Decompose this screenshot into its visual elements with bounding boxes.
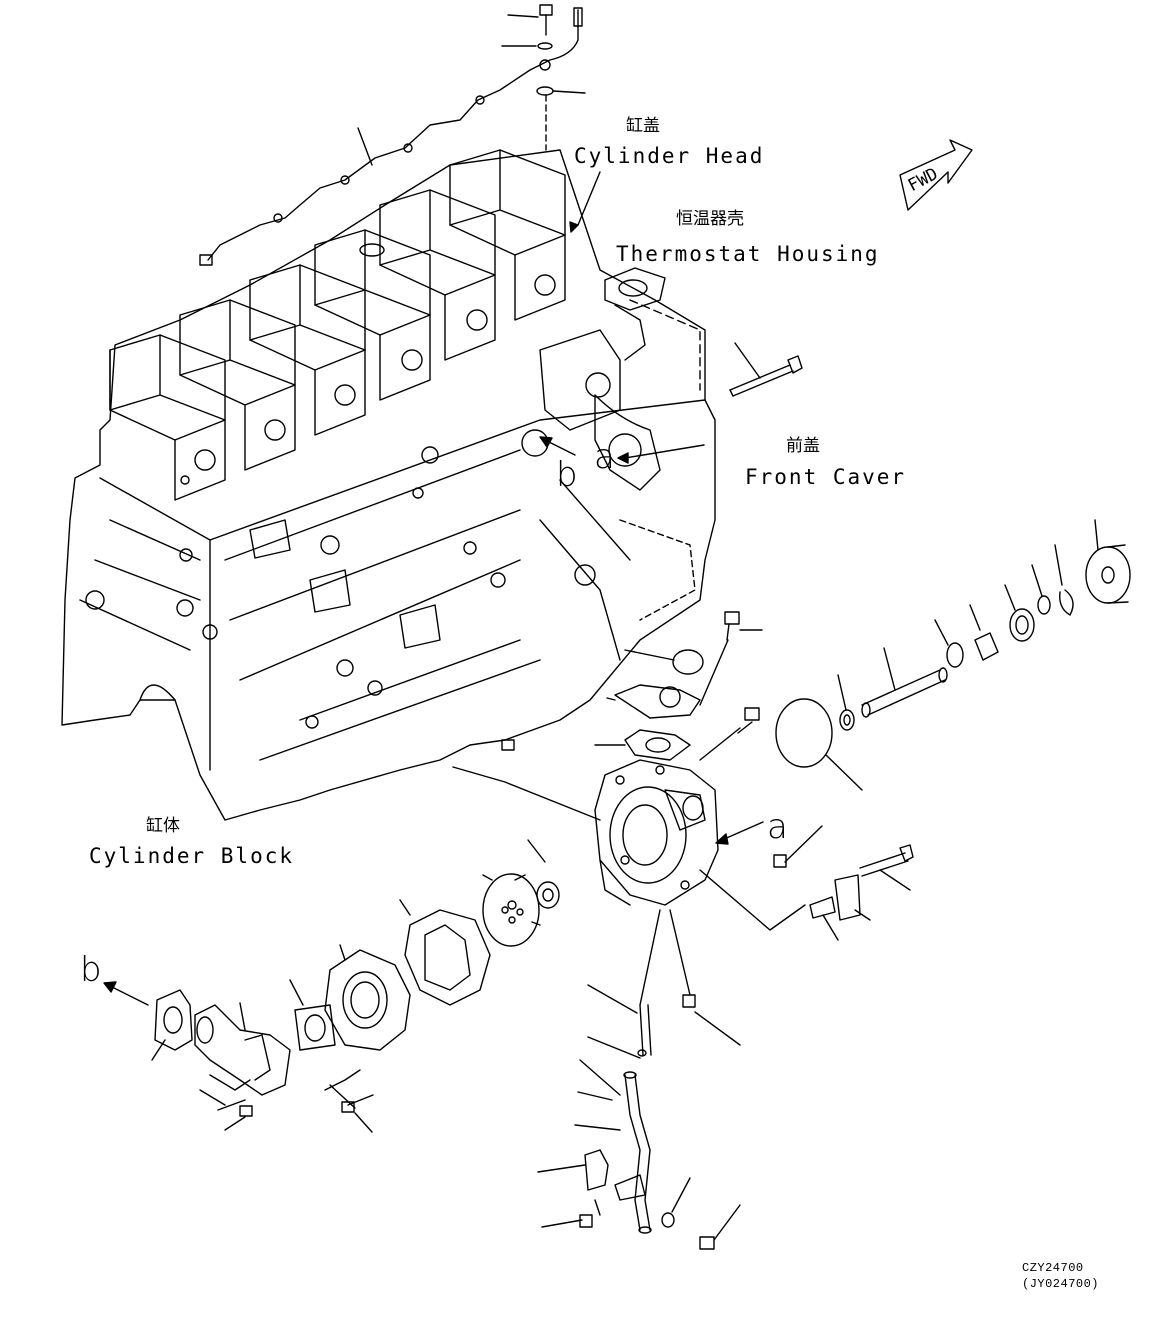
view-marker-a-lower: a: [767, 807, 788, 847]
cylinder-block: [61, 149, 716, 821]
thermostat-en-label: Thermostat Housing: [616, 242, 880, 266]
elbow-pipe: [151, 989, 374, 1133]
cylinder-head-cn-label: 缸盖: [626, 116, 660, 136]
cylinder-block-cn-label: 缸体: [146, 816, 180, 836]
cylinder-block-en-label: Cylinder Block: [89, 844, 295, 868]
cylinder-head-row: [109, 149, 621, 501]
cylinder-head-en-label: Cylinder Head: [574, 144, 765, 168]
pump-internals: [289, 839, 560, 1051]
fittings: [452, 611, 914, 941]
view-marker-b-lower: b: [80, 950, 102, 990]
view-marker-b-upper: b: [556, 455, 578, 495]
view-marker-a-upper: a: [594, 437, 615, 477]
thermostat-housing: [594, 267, 666, 491]
long-bolt: [729, 342, 803, 397]
front-cover-cn-label: 前盖: [786, 436, 820, 456]
shaft-assembly: [775, 519, 1131, 791]
front-cover-en-label: Front Caver: [745, 465, 907, 489]
bypass-tube: [537, 909, 741, 1250]
forward-arrow-icon: [899, 139, 973, 211]
water-pump-body: [594, 759, 719, 906]
leader-lines: [103, 171, 764, 1006]
sensor-harness: [199, 4, 586, 266]
thermostat-cn-label: 恒温器壳: [676, 209, 744, 229]
drawing-code: CZY24700: [1022, 1261, 1084, 1275]
drawing-code-alt: (JY024700): [1022, 1277, 1100, 1291]
